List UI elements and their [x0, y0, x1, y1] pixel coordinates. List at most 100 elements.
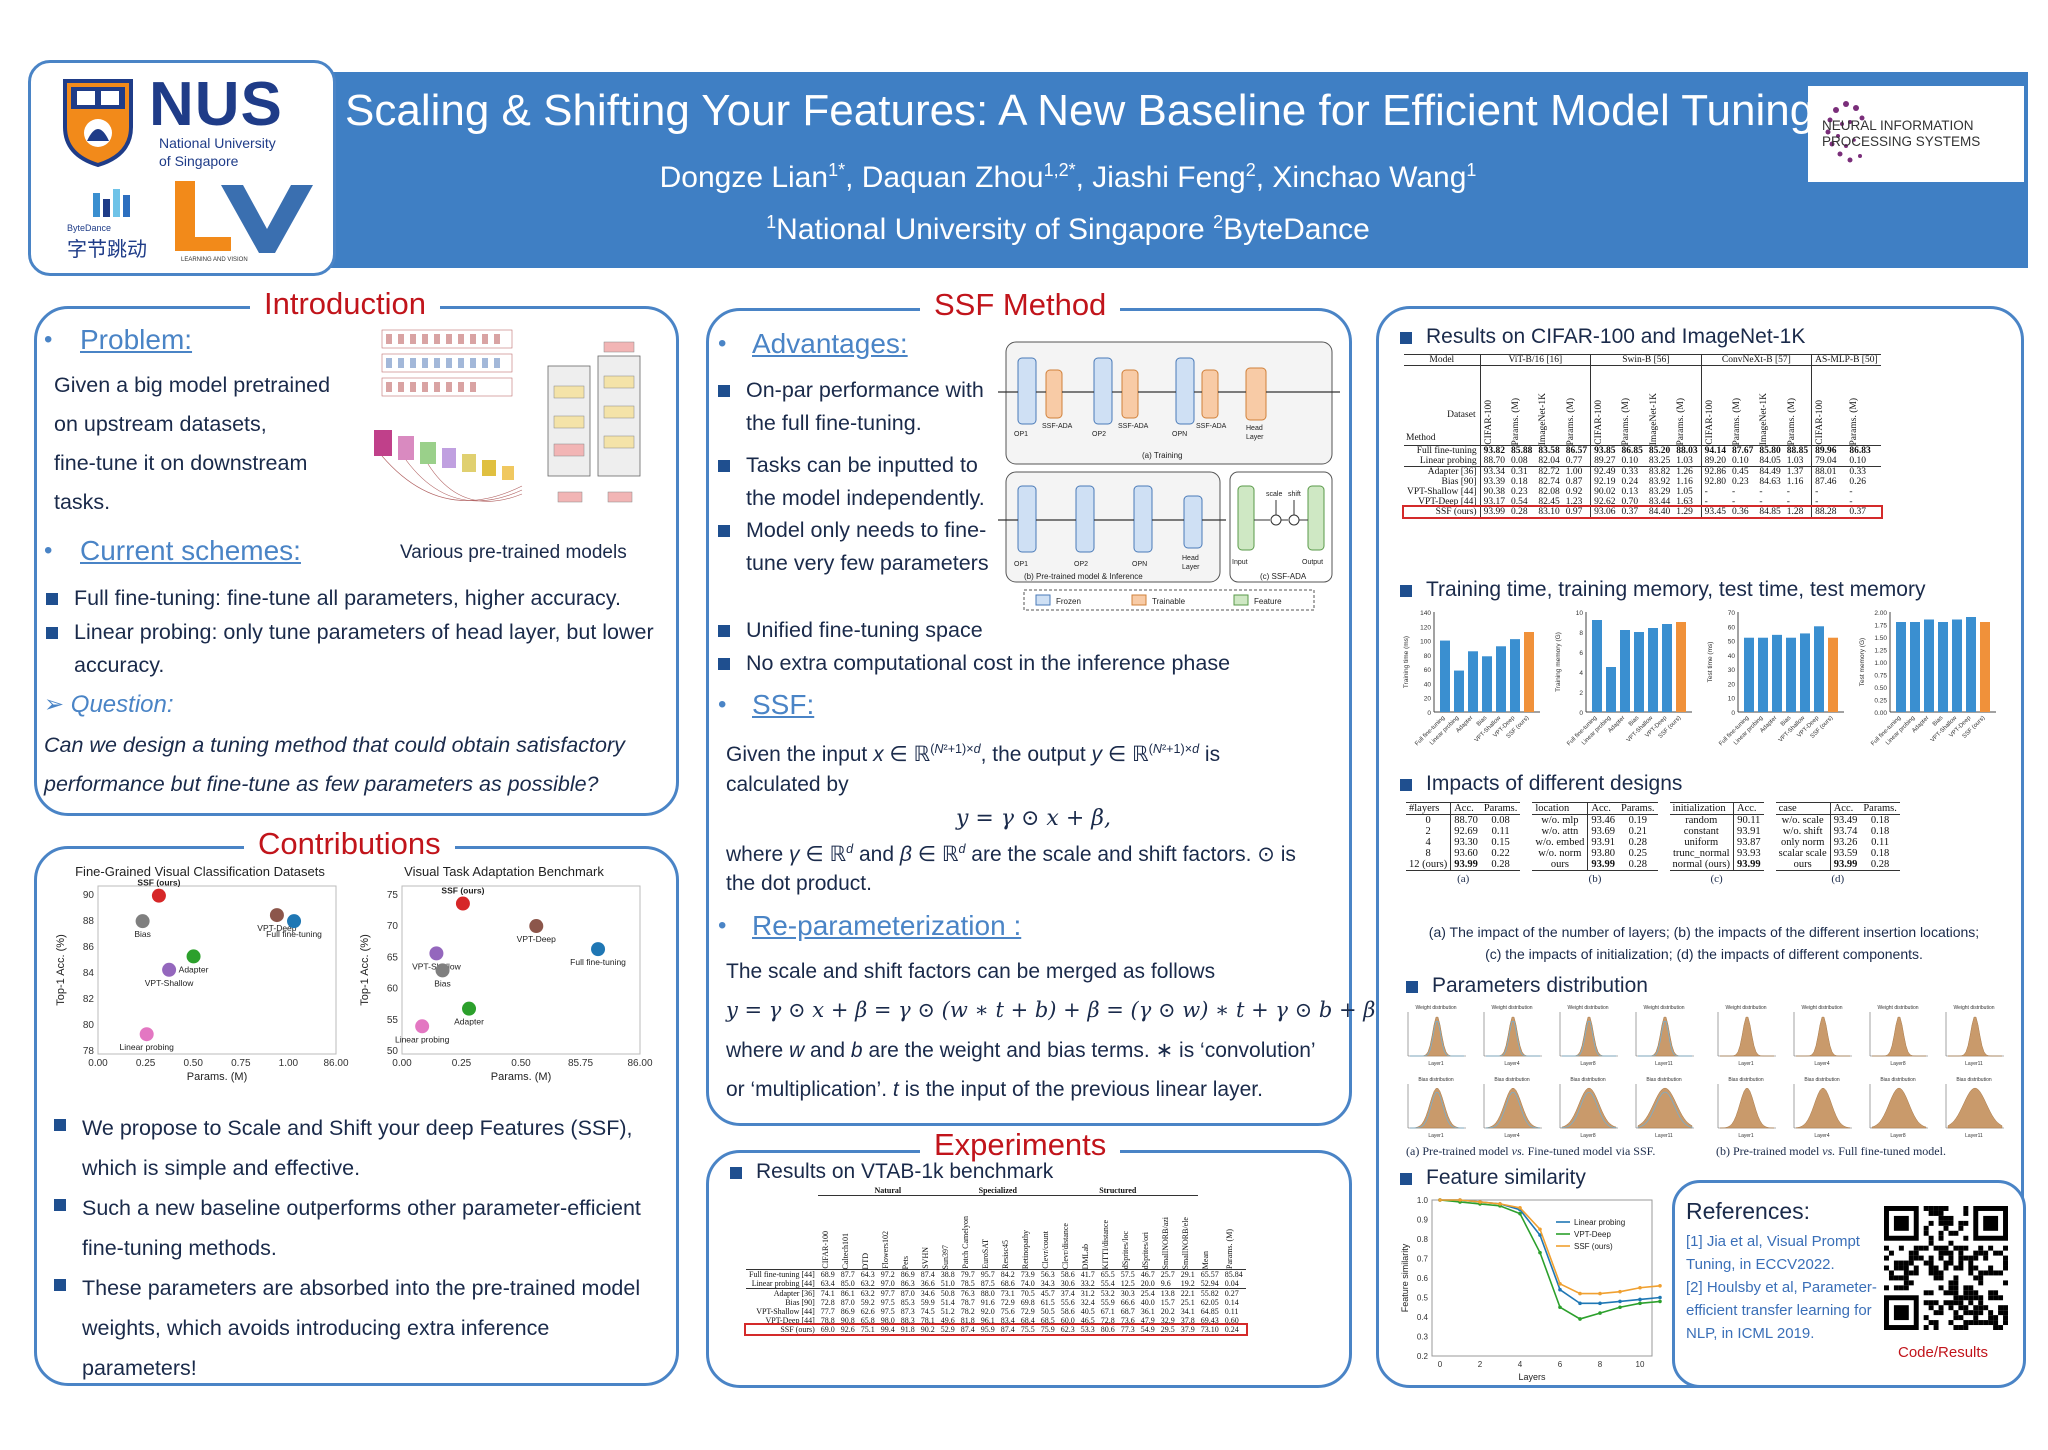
table-cell: 83.10	[1538, 507, 1560, 517]
reference-2[interactable]: [2] Houlsby et al, Parameter-efficient t…	[1686, 1279, 1877, 1342]
qr-module	[1968, 1290, 1974, 1296]
qr-module	[1953, 1295, 1959, 1301]
table-cell: 88.03	[1676, 446, 1698, 456]
table-cell: 69.0	[820, 1325, 835, 1334]
qr-module	[1933, 1320, 1939, 1326]
qr-module	[1988, 1270, 1994, 1276]
qr-module	[1968, 1270, 1974, 1276]
y-tick: 75	[387, 890, 399, 901]
reparam-text-1: The scale and shift factors can be merge…	[726, 960, 1216, 983]
table-cell: 78.2	[960, 1307, 975, 1316]
qr-module	[1958, 1295, 1964, 1301]
table-cell: 0.97	[1565, 507, 1583, 517]
qr-module	[1998, 1310, 2004, 1316]
table-cell: 93.26	[1833, 837, 1858, 848]
table-cell: 93.99	[1830, 859, 1861, 871]
svg-text:(c) SSF-ADA: (c) SSF-ADA	[1260, 572, 1307, 581]
qr-module	[1884, 1285, 1889, 1291]
qr-module	[1898, 1245, 1904, 1251]
series-point	[1638, 1285, 1642, 1290]
qr-module	[1913, 1245, 1919, 1251]
table-col-header: Clevr/distance	[1057, 1195, 1078, 1270]
table-col-header-text: ImageNet-1K	[1759, 392, 1770, 445]
table-cell: 88.01	[1811, 466, 1847, 477]
qr-module	[1948, 1255, 1954, 1261]
y-tick: 0	[1579, 710, 1583, 717]
histogram-area	[1637, 1087, 1693, 1129]
y-tick: 1.00	[1874, 660, 1887, 667]
table-cell: 94.14	[1700, 445, 1729, 456]
qr-module	[1953, 1285, 1959, 1291]
table-cell: 82.74	[1538, 477, 1560, 487]
qr-module	[1903, 1270, 1909, 1276]
qr-module	[1958, 1305, 1964, 1311]
y-label: Training time (ms)	[1403, 636, 1410, 688]
y-tick: 0.25	[1874, 698, 1887, 705]
experiments-title: Experiments	[920, 1127, 1121, 1163]
question-line: Can we design a tuning method that could…	[44, 733, 625, 757]
table-cell: 83.25	[1648, 456, 1671, 466]
legend-label: Linear probing	[1574, 1218, 1625, 1227]
series-point	[1658, 1299, 1662, 1304]
qr-module	[1958, 1255, 1964, 1261]
histogram-overlay	[1561, 1091, 1617, 1129]
table-col-header: CIFAR-100	[1590, 365, 1619, 446]
qr-module	[1978, 1300, 1984, 1306]
bar	[1938, 622, 1948, 712]
scatter-point-label: Bias	[134, 929, 151, 939]
qr-module	[2003, 1280, 2008, 1286]
histogram-title: Bias distribution	[1728, 1077, 1764, 1083]
table-cell: 8	[1406, 848, 1452, 859]
scatter-point-label: VPT-Deep	[517, 934, 556, 944]
histogram-area	[1409, 1088, 1465, 1129]
qr-module	[1983, 1320, 1989, 1326]
y-tick: 0.75	[1874, 673, 1887, 680]
neurips-logo: NEURAL INFORMATION PROCESSING SYSTEMS	[1808, 86, 2024, 182]
svg-text:scale: scale	[1266, 491, 1282, 498]
reference-1[interactable]: [1] Jia et al, Visual Prompt Tuning, in …	[1686, 1233, 1860, 1273]
qr-code-label[interactable]: Code/Results	[1898, 1344, 1989, 1361]
y-tick: 0.9	[1417, 1216, 1429, 1225]
table-group-header: Natural	[817, 1186, 958, 1196]
series-point	[1578, 1317, 1582, 1321]
table-col-header-text: Params. (M)	[1621, 397, 1632, 446]
table-corner	[746, 1195, 818, 1270]
table-cell: 86.57	[1565, 446, 1588, 456]
qr-module	[1943, 1290, 1949, 1296]
histogram-title: Weight distribution	[1877, 1005, 1918, 1011]
qr-module	[2003, 1305, 2008, 1311]
svg-text:Frozen: Frozen	[1056, 597, 1081, 606]
series-point	[1638, 1297, 1642, 1302]
x-tick: 0.50	[183, 1058, 203, 1069]
table-col-header: Resisc45	[997, 1195, 1018, 1270]
bar	[1966, 617, 1976, 712]
qr-module	[1938, 1215, 1944, 1221]
x-tick: 86.00	[627, 1058, 652, 1069]
table-cell: 92.49	[1590, 466, 1619, 477]
table-cell: -	[1849, 487, 1853, 497]
table-cell: 68.6	[1000, 1279, 1015, 1288]
qr-module	[1948, 1305, 1954, 1311]
table-cell: 58.6	[1060, 1307, 1075, 1316]
table-cell: 83.44	[1648, 497, 1671, 507]
table-cell: ours	[1775, 859, 1831, 871]
table-cell: 53.3	[1080, 1325, 1095, 1334]
table-cell: 12 (ours)	[1406, 859, 1452, 871]
table-cell: 0.23	[1731, 477, 1749, 487]
table-cell: 0.37	[1849, 507, 1867, 517]
qr-code-icon[interactable]	[1884, 1206, 2008, 1330]
qr-module	[1898, 1275, 1904, 1281]
y-label: Test memory (G)	[1859, 638, 1866, 686]
table-col-header: ImageNet-1K	[1535, 365, 1563, 446]
qr-module	[1953, 1245, 1959, 1251]
table-cell: 55.4	[1100, 1279, 1115, 1288]
qr-module	[1943, 1220, 1949, 1226]
